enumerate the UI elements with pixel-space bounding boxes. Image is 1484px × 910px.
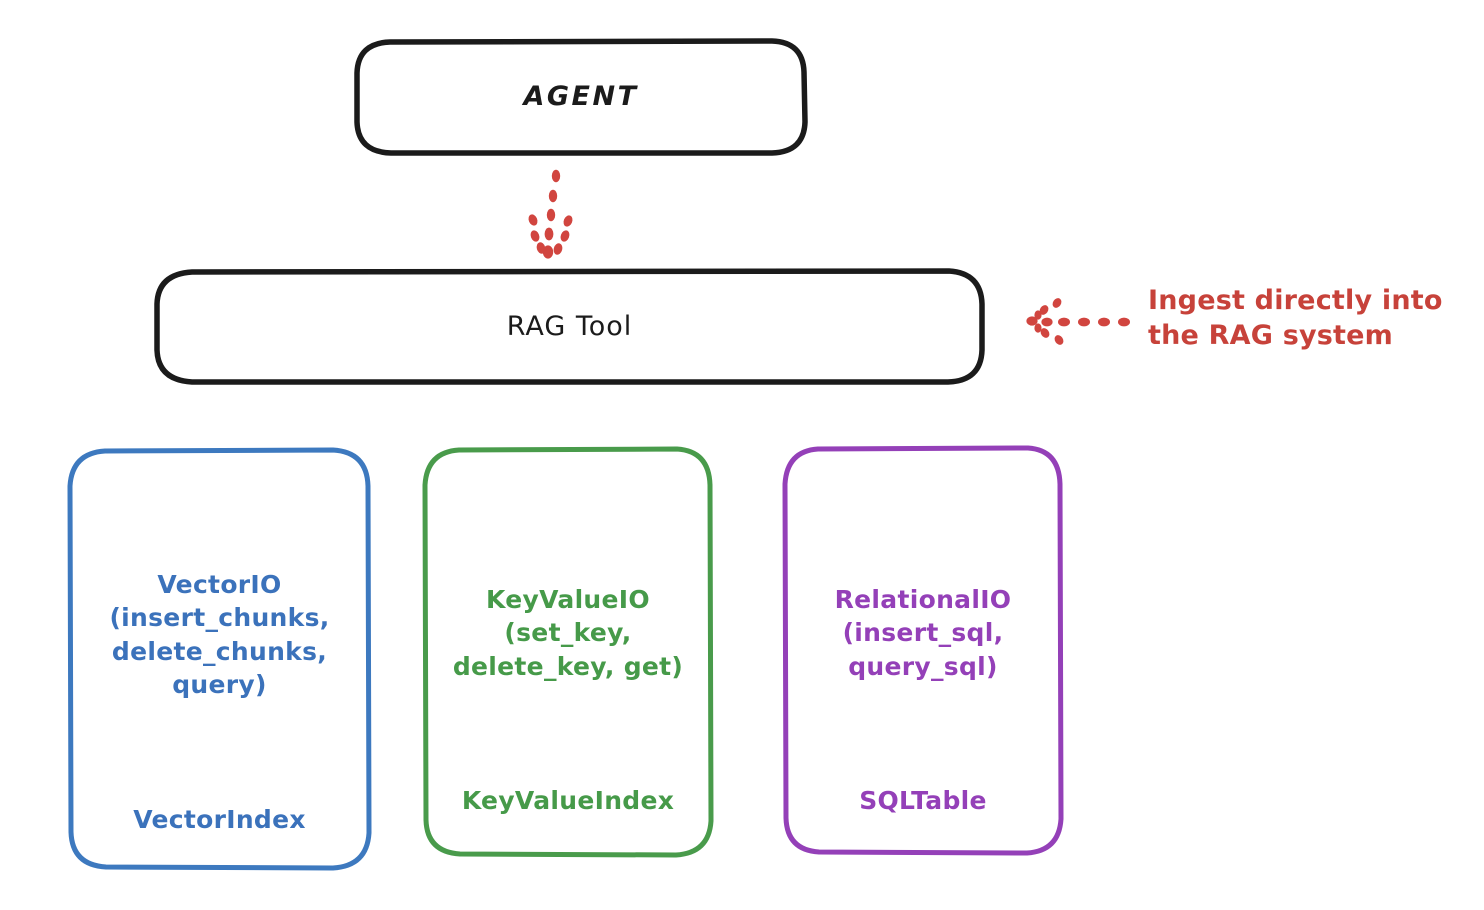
ingest-annotation-label: Ingest directly into the RAG system xyxy=(1148,285,1443,352)
vector-io-card-text: VectorIO (insert_chunks, delete_chunks, … xyxy=(70,534,369,870)
vector-io-text-gap xyxy=(70,735,369,769)
relational-io-text-gap xyxy=(785,717,1061,751)
relational-io-index-label: SQLTable xyxy=(859,786,987,815)
relational-io-card-text: RelationalIO (insert_sql, query_sql) SQL… xyxy=(785,549,1061,851)
key-value-io-text-gap xyxy=(425,717,711,751)
relational-io-api-label: RelationalIO (insert_sql, query_sql) xyxy=(834,584,1012,681)
ingest-annotation-arrow xyxy=(1026,298,1130,345)
key-value-io-index-label: KeyValueIndex xyxy=(461,786,675,815)
key-value-io-card-text: KeyValueIO (set_key, delete_key, get) Ke… xyxy=(425,549,711,851)
agent-node-label: AGENT xyxy=(523,81,639,113)
vector-io-api-label: VectorIO (insert_chunks, delete_chunks, … xyxy=(109,569,330,700)
key-value-io-api-label: KeyValueIO (set_key, delete_key, get) xyxy=(452,584,684,681)
agent-to-rag-arrow xyxy=(528,169,573,259)
vector-io-index-label: VectorIndex xyxy=(133,804,306,834)
rag-tool-node-label: RAG Tool xyxy=(506,310,633,342)
